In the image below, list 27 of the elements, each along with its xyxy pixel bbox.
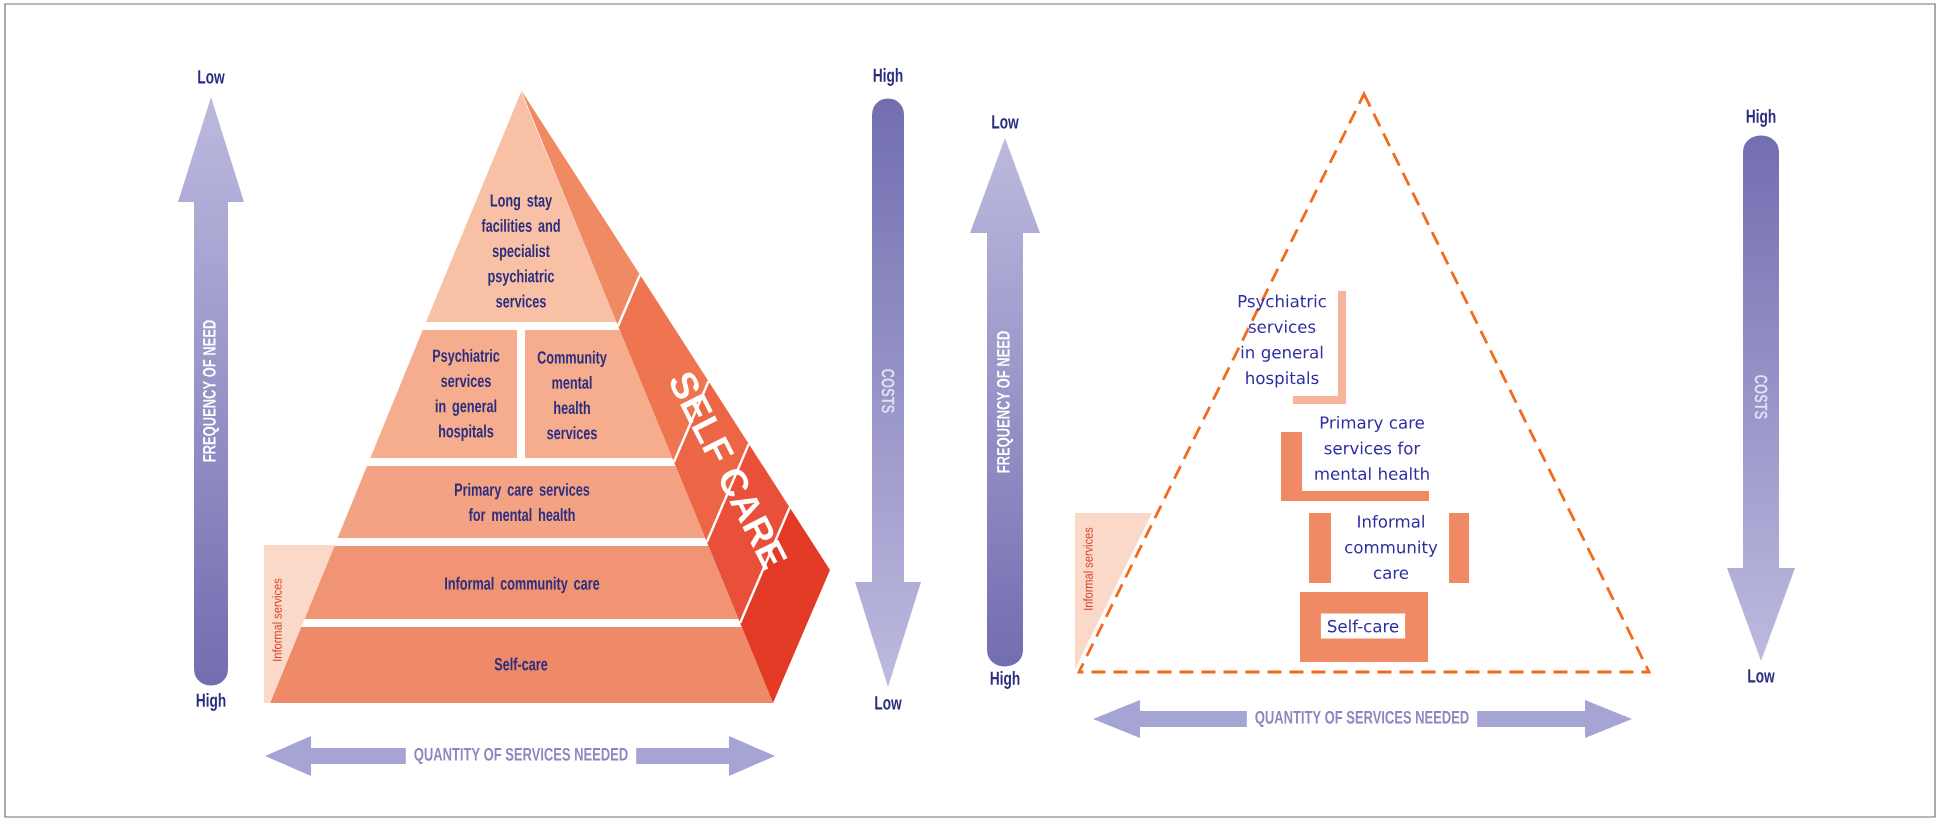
end-label: High — [1746, 109, 1776, 127]
bracket-box: Primary care services for mental health — [1281, 415, 1429, 501]
bracket-box: Psychiatric services in general hospitals — [1238, 291, 1346, 404]
end-label: Low — [198, 70, 225, 84]
node-label: Psychiatric services in general hospitals — [1238, 294, 1326, 388]
axis-label: COSTS — [1754, 375, 1768, 419]
node-label: Informal community care — [1345, 514, 1438, 579]
axis-label: QUANTITY OF SERVICES NEEDED — [1246, 708, 1478, 730]
end-label: High — [873, 68, 903, 86]
axis-label: COSTS — [881, 369, 895, 413]
end-label: High — [990, 671, 1020, 689]
framed-box: Self-care — [1300, 592, 1428, 662]
pyramid-tier: Long stay facilities and specialist psychiatric services — [426, 92, 617, 322]
axis-label: FREQUENCY OF NEED — [996, 331, 1014, 473]
pyramid-tier: Psychiatric services in general hospitals — [370, 330, 517, 458]
axis-label: QUANTITY OF SERVICES NEEDED — [405, 745, 637, 767]
node-label: Primary care services for mental health — [1315, 415, 1429, 480]
informal-services-band: Informal services — [1075, 513, 1152, 669]
end-label: Low — [1748, 669, 1775, 683]
pyramid-tier: Informal community care — [304, 546, 739, 619]
end-label: High — [196, 693, 226, 711]
end-label: Low — [875, 696, 902, 710]
axis-label: FREQUENCY OF NEED — [202, 320, 220, 462]
pyramid-tier: Primary care services for mental health — [337, 466, 706, 538]
end-label: Low — [992, 115, 1019, 129]
informal-services-band: Informal services — [264, 545, 335, 703]
bracket-box: Informal community care — [1309, 513, 1469, 583]
